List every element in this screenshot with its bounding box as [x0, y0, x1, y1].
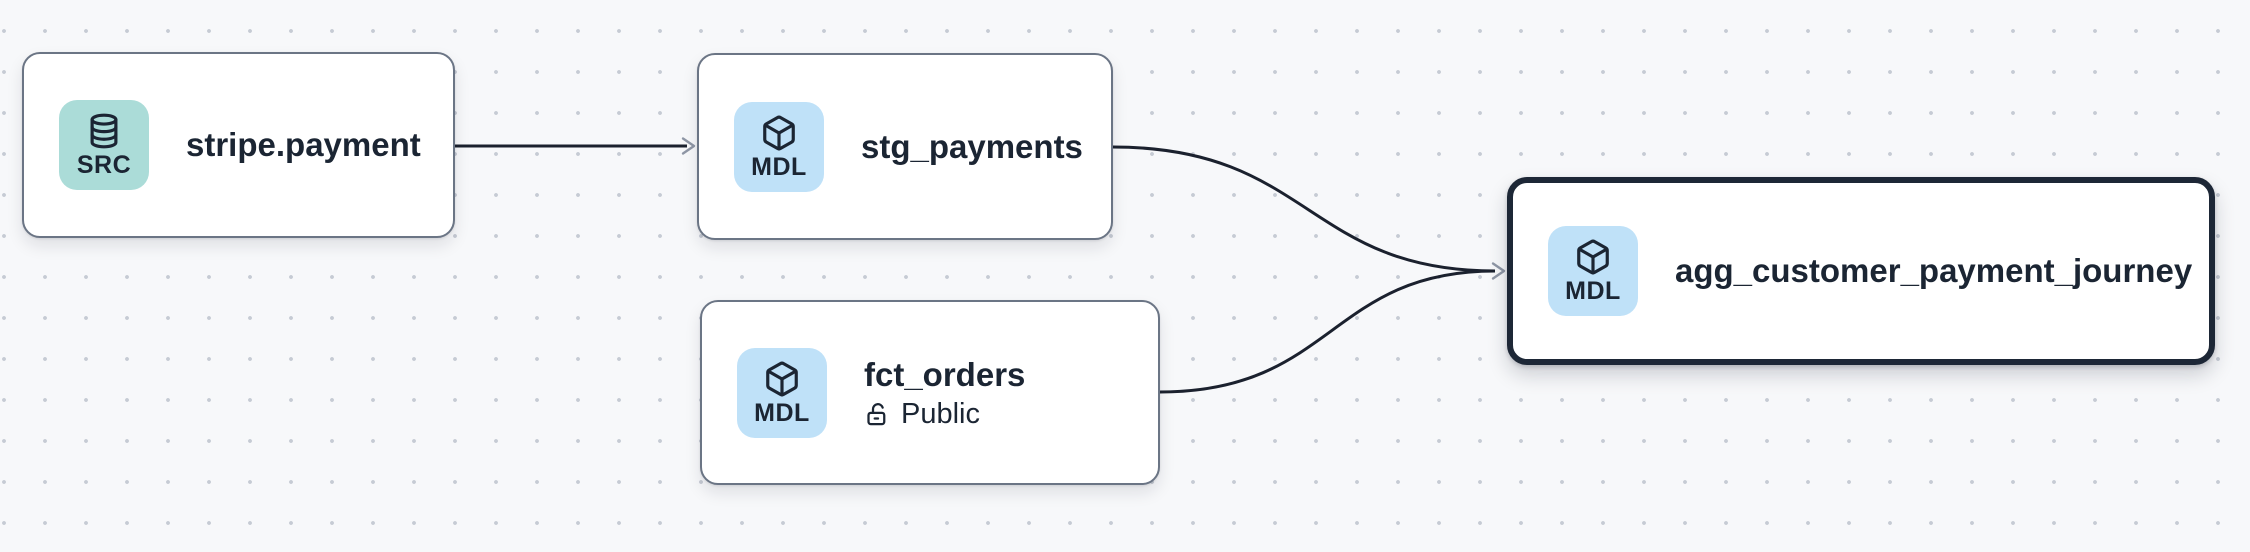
node-stripe-payment[interactable]: SRC stripe.payment: [22, 52, 455, 238]
database-icon: [90, 113, 118, 149]
edge-stg-payments-to-agg-customer-payment-journey[interactable]: [1112, 145, 1496, 273]
node-type-label: MDL: [751, 152, 807, 181]
node-type-badge: SRC: [59, 100, 149, 190]
node-title: fct_orders: [864, 355, 1026, 393]
arrowhead-icon: [681, 137, 696, 155]
cube-icon: [763, 115, 795, 150]
edge-fct-orders-to-agg-customer-payment-journey[interactable]: [1159, 269, 1496, 394]
node-title: stripe.payment: [186, 126, 421, 164]
node-type-label: SRC: [76, 151, 132, 179]
node-agg-customer-payment-journey[interactable]: MDL agg_customer_payment_journey: [1507, 177, 2215, 365]
node-type-label: MDL: [754, 398, 810, 427]
node-fct-orders[interactable]: MDL fct_orders Public: [700, 300, 1160, 485]
node-title: agg_customer_payment_journey: [1675, 252, 2193, 290]
node-stg-payments[interactable]: MDL stg_payments: [697, 53, 1113, 240]
node-type-badge: MDL: [737, 347, 827, 438]
node-type-badge: MDL: [734, 101, 824, 192]
node-type-badge: MDL: [1548, 226, 1638, 316]
node-type-label: MDL: [1565, 277, 1621, 305]
node-title: stg_payments: [861, 127, 1083, 165]
cube-icon: [766, 361, 798, 396]
cube-icon: [1577, 239, 1609, 275]
unlock-icon: [867, 403, 886, 426]
node-access-badge: Public: [864, 400, 1025, 429]
arrowhead-icon: [1491, 262, 1506, 280]
node-access-label: Public: [901, 398, 980, 431]
